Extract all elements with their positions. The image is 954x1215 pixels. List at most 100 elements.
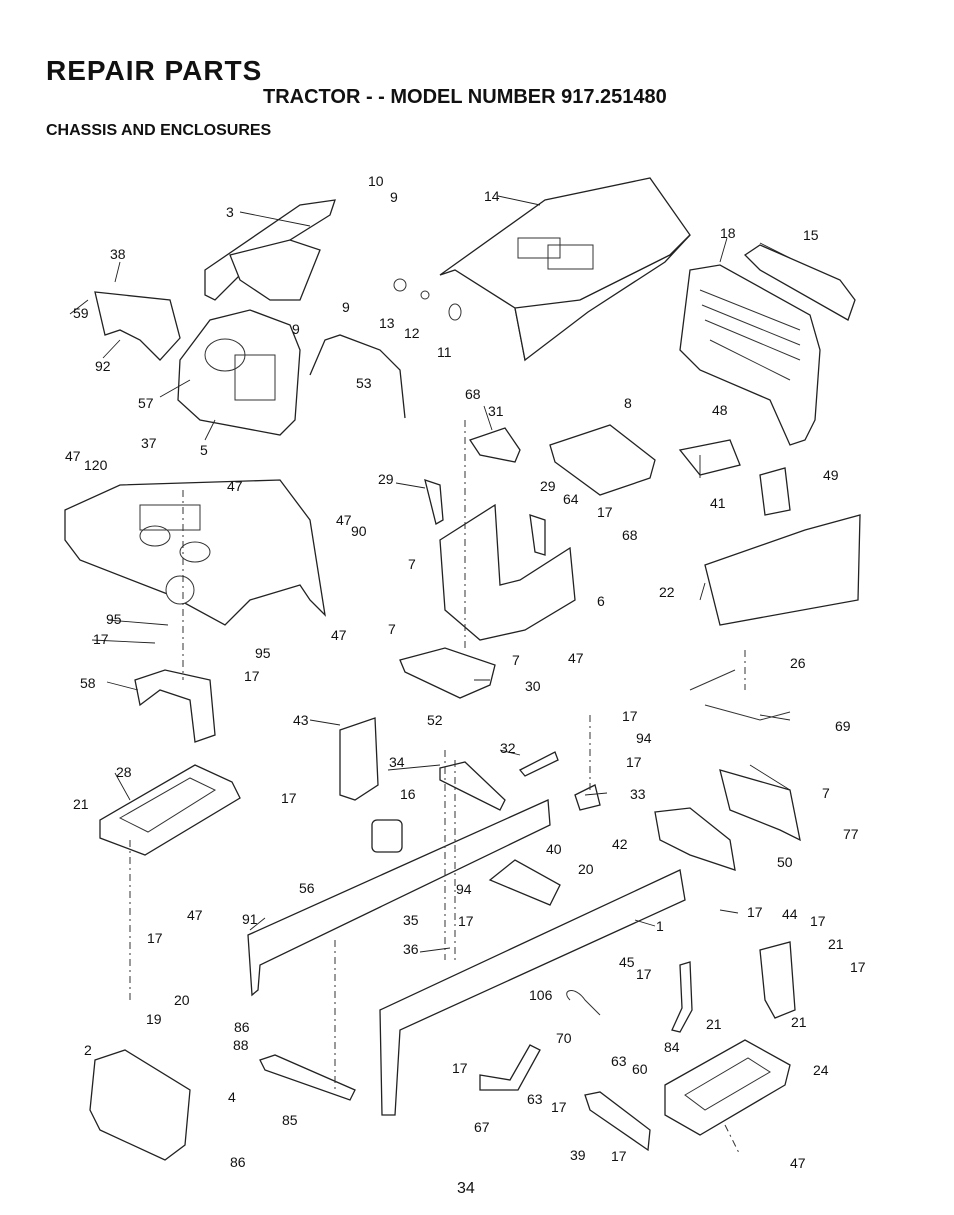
callout-92: 92 [95,358,111,374]
callout-17f: 17 [281,790,297,806]
part-58-bracket [134,669,216,743]
part-44-bracket [759,941,796,1019]
page-number: 34 [457,1180,475,1197]
callout-49: 49 [823,467,839,483]
callout-21b: 21 [828,936,844,952]
part-43-bracket [339,717,379,801]
callout-40: 40 [546,841,562,857]
callout-57: 57 [138,395,154,411]
part-69-bracket [689,669,791,721]
part-22-panel [704,514,861,626]
part-29-brace-b [529,514,546,556]
part-6-dash-support [439,503,576,641]
callout-8: 8 [624,395,632,411]
callout-7b: 7 [388,621,396,637]
callout-7d: 7 [822,785,830,801]
callout-47b: 47 [227,478,243,494]
callout-19: 19 [146,1011,162,1027]
callout-52: 52 [427,712,443,728]
part-77-plate [719,769,801,842]
callout-13: 13 [379,315,395,331]
callout-3: 3 [226,204,234,220]
part-34-bracket [439,761,506,811]
callout-47e: 47 [568,650,584,666]
callout-48: 48 [712,402,728,418]
part-40-bracket [488,859,561,906]
part-50-bracket [654,807,736,871]
callout-85: 85 [282,1112,298,1128]
callout-2: 2 [84,1042,92,1058]
callout-21d: 21 [791,1014,807,1030]
callout-88: 88 [233,1037,249,1053]
callout-17k: 17 [636,966,652,982]
part-48-bracket [678,439,741,476]
callout-91: 91 [242,911,258,927]
callout-53: 53 [356,375,372,391]
callout-5: 5 [200,442,208,458]
callout-20b: 20 [174,992,190,1008]
callout-7: 7 [408,556,416,572]
callout-67: 67 [474,1119,490,1135]
model-number-subtitle: TRACTOR - - MODEL NUMBER 917.251480 [263,86,667,108]
callout-1: 1 [656,918,664,934]
part-18-grille [679,264,821,446]
callout-32: 32 [500,740,516,756]
callout-10: 10 [368,173,384,189]
callout-34: 34 [389,754,405,770]
callout-4: 4 [228,1089,236,1105]
callout-22: 22 [659,584,675,600]
callout-38: 38 [110,246,126,262]
callout-120: 120 [84,457,108,473]
part-28-footrest [99,764,241,856]
callout-36: 36 [403,941,419,957]
callout-9c: 9 [292,321,300,337]
callout-45: 45 [619,954,635,970]
part-32-strap [518,751,559,777]
callout-17j: 17 [147,930,163,946]
callout-11: 11 [437,344,452,360]
callout-84: 84 [664,1039,680,1055]
callout-28: 28 [116,764,132,780]
callout-33: 33 [630,786,646,802]
part-15-grille-insert [743,244,856,321]
part-8-mounting-plate [549,424,656,496]
callout-64: 64 [563,491,579,507]
callout-26: 26 [790,655,806,671]
callout-15: 15 [803,227,819,243]
callout-90: 90 [351,523,367,539]
callout-17e: 17 [626,754,642,770]
callout-42: 42 [612,836,628,852]
part-70-spring [566,990,601,1016]
part-49-clip [759,467,791,516]
callout-68: 68 [465,386,481,402]
callout-47d: 47 [331,627,347,643]
callout-77: 77 [843,826,859,842]
callout-41: 41 [710,495,726,511]
callout-63: 63 [611,1053,627,1069]
callout-43: 43 [293,712,309,728]
callout-58: 58 [80,675,96,691]
callout-12: 12 [404,325,420,341]
callout-29: 29 [378,471,394,487]
callout-68b: 68 [622,527,638,543]
callout-18: 18 [720,225,736,241]
callout-63b: 63 [527,1091,543,1107]
part-39-bracket [584,1091,651,1152]
repair-parts-title: REPAIR PARTS [46,55,263,86]
callout-95b: 95 [255,645,271,661]
part-29-brace [424,479,444,525]
callout-47: 47 [65,448,81,464]
callout-95: 95 [106,611,122,627]
callout-70: 70 [556,1030,572,1046]
callout-17d: 17 [622,708,638,724]
part-3-hood-brace [204,199,336,301]
callout-86: 86 [234,1019,250,1035]
callout-21: 21 [73,796,89,812]
part-30-floor-plate [399,647,496,699]
callout-47f: 47 [187,907,203,923]
callout-24: 24 [813,1062,829,1078]
callout-9: 9 [390,189,398,205]
callout-17g: 17 [747,904,763,920]
part-37-dash-panel [64,479,326,626]
callout-60: 60 [632,1061,648,1077]
